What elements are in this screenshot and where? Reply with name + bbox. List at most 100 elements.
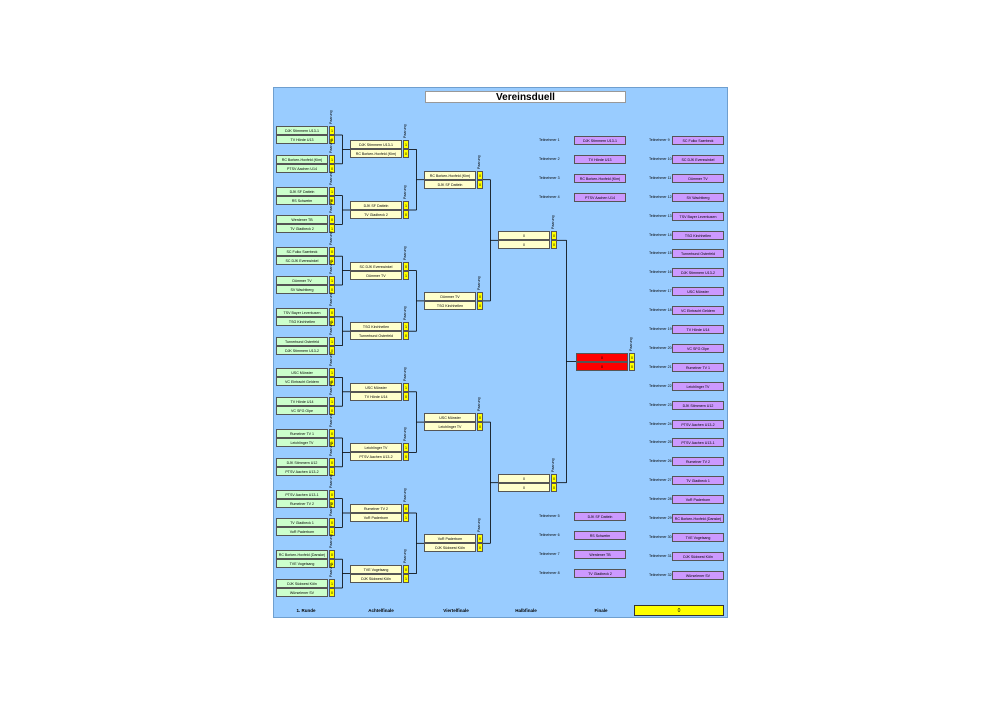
r1-match-6-paarung-label: Paarung [329, 260, 333, 274]
participant-participants_right-12: VC SFG Olpe [672, 343, 724, 353]
r1-match-10-score-a[interactable]: 1 [329, 397, 335, 407]
r1-match-5-score-a[interactable]: 0 [329, 247, 335, 257]
r3-match-4-paarung-label: Paarung [477, 518, 481, 533]
r3-match-1-score-b[interactable]: 0 [477, 179, 483, 189]
r3-match-4-score-b[interactable]: 0 [477, 543, 483, 553]
r1-match-13-score-b[interactable]: 1 [329, 498, 335, 508]
r1-match-2-score-a[interactable]: 1 [329, 154, 335, 164]
r1-match-11-score-a[interactable]: 0 [329, 429, 335, 438]
r1-match-8-score-a[interactable]: 1 [329, 336, 335, 346]
r2-match-8-score-b[interactable]: 1 [403, 573, 409, 583]
r1-match-9-score-b[interactable]: 0 [329, 377, 335, 387]
r4-match-2-score-b[interactable]: 0 [551, 482, 557, 492]
r2-match-6-score-a[interactable]: 1 [403, 443, 409, 453]
r3-match-2-score-b[interactable]: 0 [477, 300, 483, 310]
round-label-4: Halbfinale [515, 608, 537, 613]
r1-match-3-team-a: DJK SF Datteln [276, 186, 328, 196]
r4-match-1-score-a[interactable]: 0 [551, 231, 557, 241]
r1-match-15-team-a: RC Borken-Hoxfeld (Danske) [276, 550, 328, 560]
r1-match-7-score-a[interactable]: 0 [329, 307, 335, 317]
r2-match-8-score-a[interactable]: 0 [403, 564, 409, 574]
r2-match-4-score-a[interactable]: 1 [403, 322, 409, 332]
r1-match-12-score-a[interactable]: 0 [329, 457, 335, 467]
r2-match-4-score-b[interactable]: 0 [403, 331, 409, 341]
participant-participants_right-22: TVE Vogelsang [672, 532, 724, 542]
r2-match-1-score-a[interactable]: 1 [403, 140, 409, 150]
r1-match-1-score-a[interactable]: 1 [329, 126, 335, 135]
r2-match-3-score-b[interactable]: 1 [403, 270, 409, 280]
r2-match-3-score-a[interactable]: 0 [403, 261, 409, 271]
r1-match-11-score-b[interactable]: 1 [329, 438, 335, 447]
r1-match-15-score-b[interactable]: 1 [329, 559, 335, 569]
r1-match-8-team-b: DJK Stimmern U13-2 [276, 345, 328, 355]
participant-label-participants_left_bottom-2: Teilnehmer 6 [539, 532, 560, 537]
r1-match-2-score-b[interactable]: 0 [329, 163, 335, 173]
r1-match-16-score-b[interactable]: 0 [329, 588, 335, 597]
r3-match-3-score-a[interactable]: 0 [477, 413, 483, 423]
participant-label-participants_right-8: Teilnehmer 16 [649, 270, 672, 275]
r3-match-3-paarung-label: Paarung [477, 397, 481, 412]
participant-label-participants_right-15: Teilnehmer 23 [649, 402, 672, 407]
r4-match-2-team-a: 0 [498, 473, 550, 483]
r3-match-2-score-a[interactable]: 0 [477, 291, 483, 301]
participant-participants_left_top-1: DJK Stimmern U13-1 [574, 136, 626, 145]
participant-label-participants_right-13: Teilnehmer 21 [649, 364, 672, 369]
r2-match-6-team-a: Leichlinger TV [350, 443, 402, 453]
r1-match-16-score-a[interactable]: 1 [329, 579, 335, 588]
r1-match-14-paarung-label: Paarung [329, 502, 333, 517]
r4-match-2-paarung-label: Paarung [551, 458, 555, 472]
r1-match-8-team-a: Turnerbund Osterfeld [276, 336, 328, 346]
r2-match-1-team-b: RC Borken-Hoxfeld (Kim) [350, 149, 402, 159]
r1-match-5-score-b[interactable]: 1 [329, 256, 335, 266]
r4-match-1-score-b[interactable]: 0 [551, 240, 557, 250]
round-label-3: Viertelfinale [443, 608, 469, 613]
r1-match-12-score-b[interactable]: 1 [329, 466, 335, 476]
winner-field[interactable]: 0 [634, 605, 724, 616]
r1-match-8-paarung-label: Paarung [329, 321, 333, 335]
participant-label-participants_right-1: Teilnehmer 9 [649, 138, 670, 142]
participant-participants_right-14: Leichlinger TV [672, 381, 724, 391]
participant-label-participants_right-24: Teilnehmer 32 [649, 572, 672, 577]
r1-match-1-score-b[interactable]: 0 [329, 135, 335, 144]
r1-match-11-team-a: Rumelner TV 1 [276, 429, 328, 438]
r4-match-1-team-b: 0 [498, 240, 550, 250]
r1-match-10-score-b[interactable]: 0 [329, 406, 335, 416]
r3-match-4-score-a[interactable]: 0 [477, 534, 483, 544]
r1-match-5-team-a: SC Fulko Saerbeck [276, 247, 328, 257]
final-paarung-label: Paarung [629, 336, 633, 351]
r2-match-2-score-b[interactable]: 0 [403, 210, 409, 219]
r1-match-4-score-a[interactable]: 0 [329, 215, 335, 225]
r3-match-3-team-a: USC Münster [424, 413, 476, 423]
r2-match-2-score-a[interactable]: 1 [403, 201, 409, 210]
r1-match-14-score-b[interactable]: 1 [329, 527, 335, 537]
final-score-b[interactable]: 0 [629, 361, 635, 371]
r2-match-7-score-b[interactable]: 1 [403, 513, 409, 522]
r4-match-2-score-a[interactable]: 0 [551, 473, 557, 483]
final-score-a[interactable]: 0 [629, 352, 635, 362]
r1-match-13-score-a[interactable]: 0 [329, 489, 335, 499]
r1-match-9-score-a[interactable]: 1 [329, 368, 335, 378]
r1-match-3-score-b[interactable]: 0 [329, 195, 335, 205]
r2-match-1-score-b[interactable]: 0 [403, 149, 409, 159]
r3-match-3-score-b[interactable]: 0 [477, 422, 483, 432]
participant-label-participants_right-18: Teilnehmer 26 [649, 459, 672, 464]
r1-match-15-score-a[interactable]: 0 [329, 550, 335, 560]
r2-match-6-score-b[interactable]: 0 [403, 452, 409, 462]
participant-participants_left_top-4: PTSV Aachen U14 [574, 192, 626, 202]
r2-match-5-score-b[interactable]: 0 [403, 391, 409, 401]
participant-participants_right-15: DJK Stimmern U12 [672, 400, 724, 410]
r2-match-7-score-a[interactable]: 0 [403, 504, 409, 513]
r2-match-5-score-a[interactable]: 1 [403, 382, 409, 392]
participant-label-participants_left_top-3: Teilnehmer 3 [539, 175, 560, 180]
r1-match-3-score-a[interactable]: 1 [329, 186, 335, 196]
r1-match-6-score-b[interactable]: 0 [329, 285, 335, 294]
r1-match-4-score-b[interactable]: 1 [329, 224, 335, 234]
r1-match-14-score-a[interactable]: 0 [329, 518, 335, 528]
r1-match-10-paarung-label: Paarung [329, 381, 333, 396]
r3-match-1-score-a[interactable]: 0 [477, 170, 483, 180]
r1-match-15-paarung-label: Paarung [329, 534, 333, 549]
r1-match-6-score-a[interactable]: 1 [329, 276, 335, 285]
r1-match-8-score-b[interactable]: 0 [329, 345, 335, 355]
r1-match-7-score-b[interactable]: 1 [329, 316, 335, 326]
r2-match-3-team-a: SC DJK Everswinkel [350, 261, 402, 271]
